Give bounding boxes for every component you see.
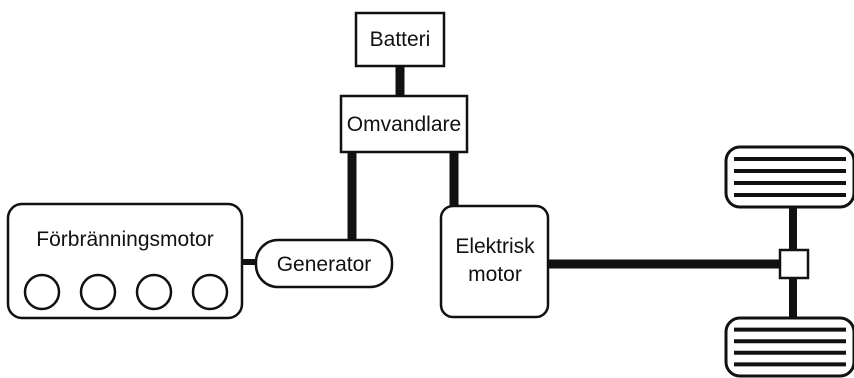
wheel-bottom [724,316,854,378]
inverter-box: Omvandlare [339,94,469,154]
engine-cylinder [135,273,173,311]
inverter-label: Omvandlare [347,113,461,136]
differential-box [778,248,810,280]
combustion-engine-box: Förbränningsmotor [6,202,244,320]
electric-motor-box: Elektrisk motor [439,204,550,319]
electric-motor-label-line1: Elektrisk [455,235,535,258]
engine-cylinders [23,273,229,311]
engine-cylinder [23,273,61,311]
engine-cylinder [79,273,117,311]
battery-label: Batteri [370,28,431,51]
generator-label: Generator [277,253,372,276]
wheel-top [724,145,854,209]
electric-motor-label-line2: motor [468,263,522,286]
engine-cylinder [191,273,229,311]
generator-box: Generator [254,238,394,289]
battery-box: Batteri [354,11,446,68]
engine-label: Förbränningsmotor [36,228,213,251]
